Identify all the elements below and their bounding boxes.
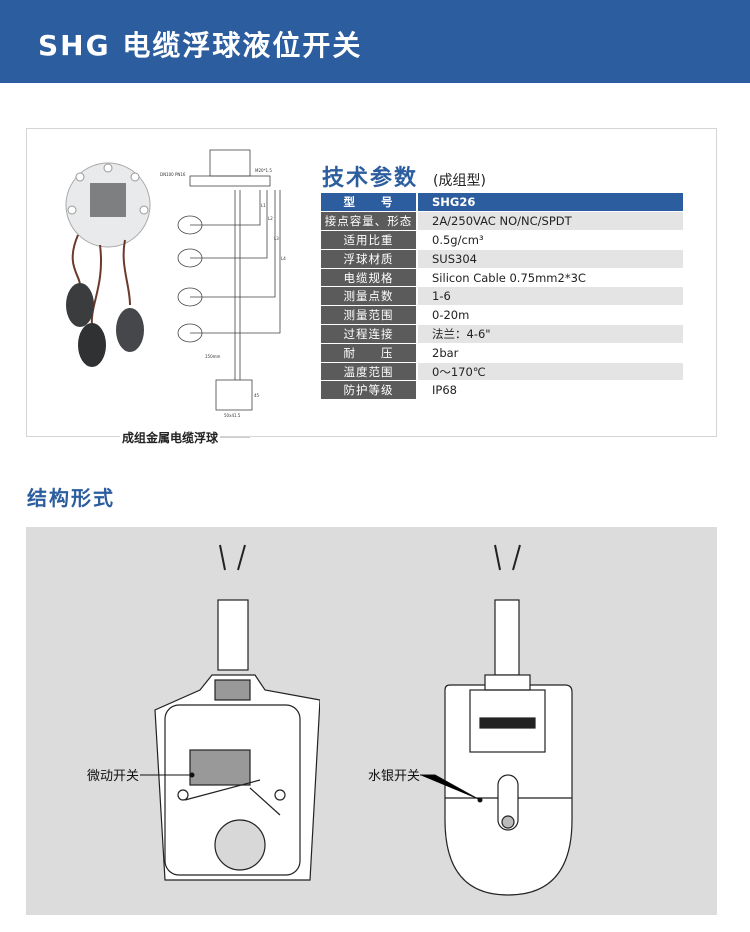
l1-label: L1 <box>261 203 266 208</box>
row-value: 0.5g/cm³ <box>417 230 683 250</box>
row-label: 耐 压 <box>321 343 418 363</box>
row-label: 适用比重 <box>321 230 418 250</box>
l2-label: L2 <box>268 216 273 221</box>
specs-subtitle: (成组型) <box>433 173 486 189</box>
table-row: 过程连接法兰：4-6" <box>321 324 683 344</box>
row-value: 法兰：4-6" <box>417 324 683 344</box>
micro-switch-pointer <box>140 772 195 778</box>
row-value: SUS304 <box>417 249 683 269</box>
header-label: 型 号 <box>321 193 418 213</box>
thread-label: M20*1.5 <box>255 168 272 173</box>
mercury-switch-pointer <box>420 774 483 803</box>
micro-switch-label: 微动开关 <box>87 769 140 784</box>
header-value: SHG26 <box>417 193 683 213</box>
l4-label: L4 <box>281 256 286 261</box>
row-value: Silicon Cable 0.75mm2*3C <box>417 268 683 288</box>
row-label: 测量点数 <box>321 286 418 307</box>
mercury-switch-label: 水银开关 <box>368 769 421 784</box>
row-label: 防护等级 <box>321 380 418 401</box>
product-caption: 成组金属电缆浮球 <box>120 429 221 446</box>
header-bar: SHG 电缆浮球液位开关 <box>0 0 750 83</box>
l3-label: L3 <box>274 236 279 241</box>
row-label: 过程连接 <box>321 324 418 344</box>
product-photo <box>65 162 151 367</box>
row-value: 2bar <box>417 343 683 363</box>
width-label: 50x41.5 <box>224 413 241 418</box>
row-label: 温度范围 <box>321 362 418 382</box>
structure-title: 结构形式 <box>27 486 115 510</box>
row-value: 0-20m <box>417 305 683 326</box>
row-label: 电缆规格 <box>321 268 418 288</box>
row-label: 接点容量、形态 <box>321 211 418 232</box>
row-value: 2A/250VAC NO/NC/SPDT <box>417 211 683 232</box>
mercury-switch-drawing <box>444 544 573 896</box>
structure-panel <box>26 527 717 915</box>
row-value: 1-6 <box>417 286 683 307</box>
specs-title: 技术参数 <box>322 166 419 191</box>
row-label: 测量范围 <box>321 305 418 326</box>
product-box <box>26 128 717 437</box>
row-value: IP68 <box>417 380 683 401</box>
row-label: 浮球材质 <box>321 249 418 269</box>
dimension-drawing: DN100 PN16 M20*1.5 L1 L2 L3 L4 150mm 45 … <box>160 149 286 418</box>
micro-switch-drawing <box>154 544 320 881</box>
row-value: 0～170℃ <box>417 362 683 382</box>
caption-line <box>220 437 250 438</box>
flange-label: DN100 PN16 <box>160 172 186 177</box>
height-label: 45 <box>254 393 260 398</box>
offset-label: 150mm <box>205 354 221 359</box>
page-title: SHG 电缆浮球液位开关 <box>38 29 363 62</box>
